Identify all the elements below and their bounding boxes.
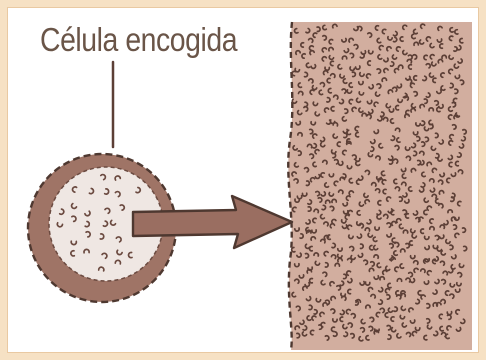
concentrated-solution <box>288 22 472 350</box>
